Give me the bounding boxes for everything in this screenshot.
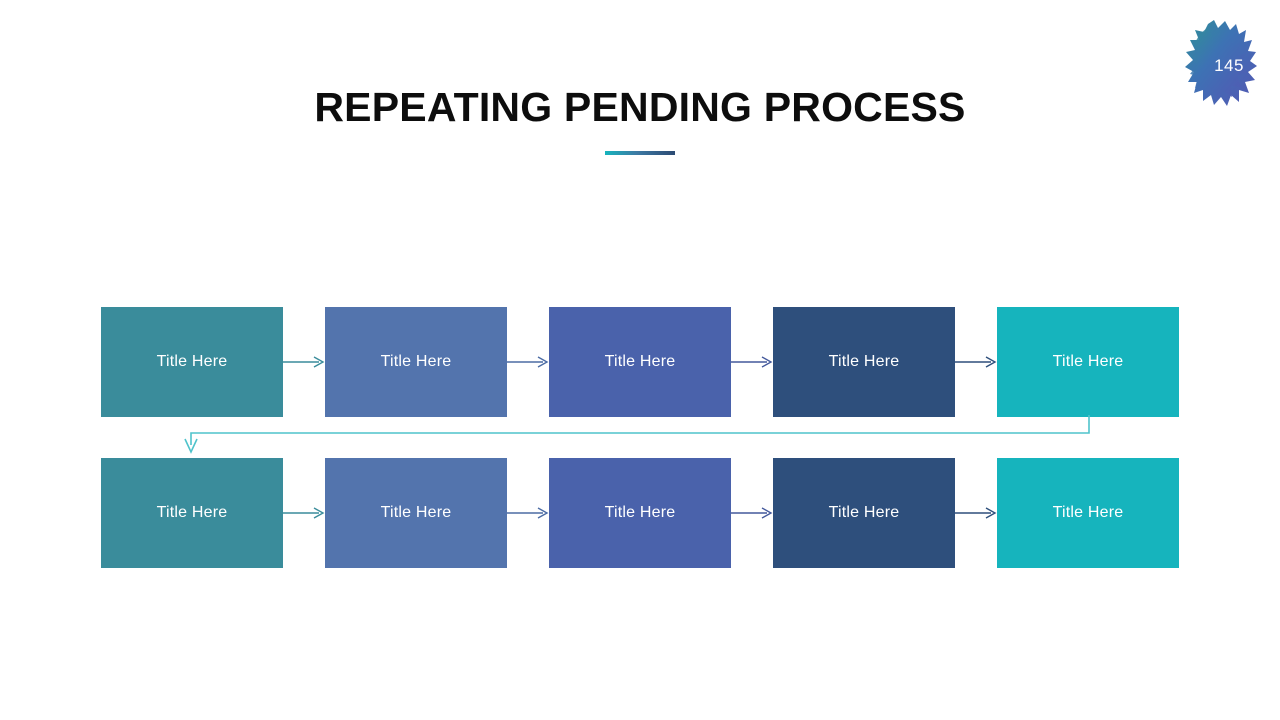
process-node[interactable]: Title Here bbox=[101, 307, 283, 417]
flow-arrow-icon bbox=[283, 355, 325, 369]
page-number-badge: 145 bbox=[1178, 18, 1266, 110]
wrap-around-connector-icon bbox=[180, 415, 1100, 460]
flow-arrow-icon bbox=[731, 355, 773, 369]
brush-stroke-icon bbox=[1185, 20, 1257, 106]
process-node-label: Title Here bbox=[156, 504, 228, 521]
process-node-label: Title Here bbox=[604, 353, 676, 370]
page-title: REPEATING PENDING PROCESS bbox=[314, 84, 966, 130]
process-node-label: Title Here bbox=[1052, 353, 1124, 370]
process-node-label: Title Here bbox=[380, 504, 452, 521]
process-node[interactable]: Title Here bbox=[997, 307, 1179, 417]
flow-arrow-icon bbox=[283, 506, 325, 520]
page-number-label: 145 bbox=[1214, 56, 1244, 75]
process-node[interactable]: Title Here bbox=[773, 458, 955, 568]
flow-arrow-icon bbox=[731, 506, 773, 520]
process-node[interactable]: Title Here bbox=[325, 307, 507, 417]
process-node-label: Title Here bbox=[604, 504, 676, 521]
process-node[interactable]: Title Here bbox=[549, 307, 731, 417]
process-node[interactable]: Title Here bbox=[997, 458, 1179, 568]
process-node[interactable]: Title Here bbox=[773, 307, 955, 417]
process-node-label: Title Here bbox=[156, 353, 228, 370]
process-node[interactable]: Title Here bbox=[325, 458, 507, 568]
process-node-label: Title Here bbox=[828, 504, 900, 521]
process-node-label: Title Here bbox=[380, 353, 452, 370]
flow-arrow-icon bbox=[955, 355, 997, 369]
process-node-label: Title Here bbox=[1052, 504, 1124, 521]
flow-arrow-icon bbox=[507, 355, 549, 369]
process-node[interactable]: Title Here bbox=[549, 458, 731, 568]
flow-arrow-icon bbox=[507, 506, 549, 520]
title-underline-rule bbox=[605, 151, 675, 155]
flow-arrow-icon bbox=[955, 506, 997, 520]
process-node-label: Title Here bbox=[828, 353, 900, 370]
process-node[interactable]: Title Here bbox=[101, 458, 283, 568]
